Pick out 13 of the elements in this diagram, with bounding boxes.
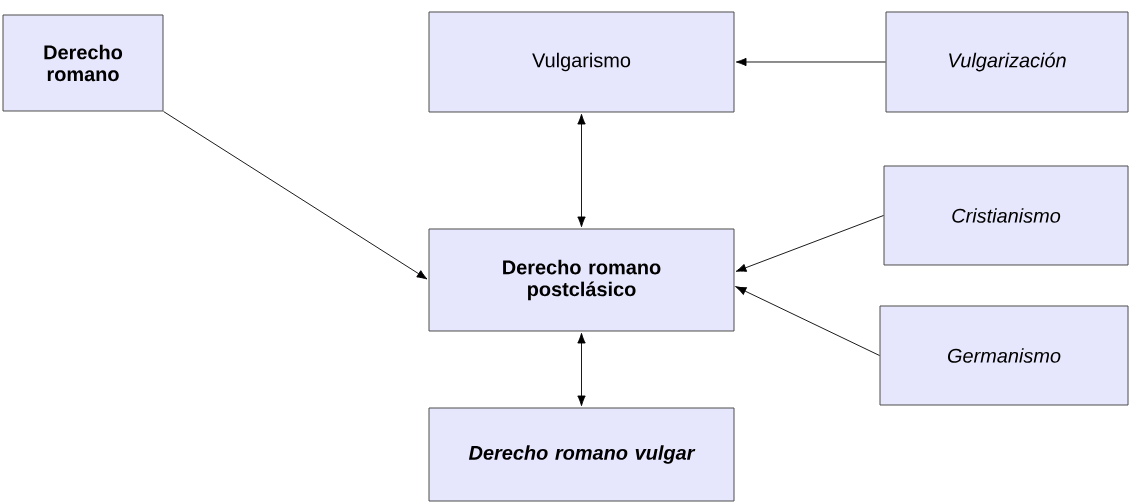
- arrow: [735, 286, 880, 356]
- concept-box: Vulgarización: [885, 11, 1129, 113]
- arrow: [577, 113, 586, 228]
- arrow: [577, 332, 586, 407]
- concept-box: Derecho romano postclásico: [428, 228, 735, 332]
- concept-box: Derecho romano vulgar: [428, 407, 735, 502]
- arrow: [163, 111, 428, 280]
- arrow: [735, 57, 886, 67]
- arrow: [735, 215, 884, 272]
- concept-box: Derecho romano: [2, 14, 164, 112]
- concept-box: Cristianismo: [883, 165, 1129, 266]
- concept-box: Germanismo: [879, 305, 1129, 406]
- concept-box: Vulgarismo: [428, 11, 735, 113]
